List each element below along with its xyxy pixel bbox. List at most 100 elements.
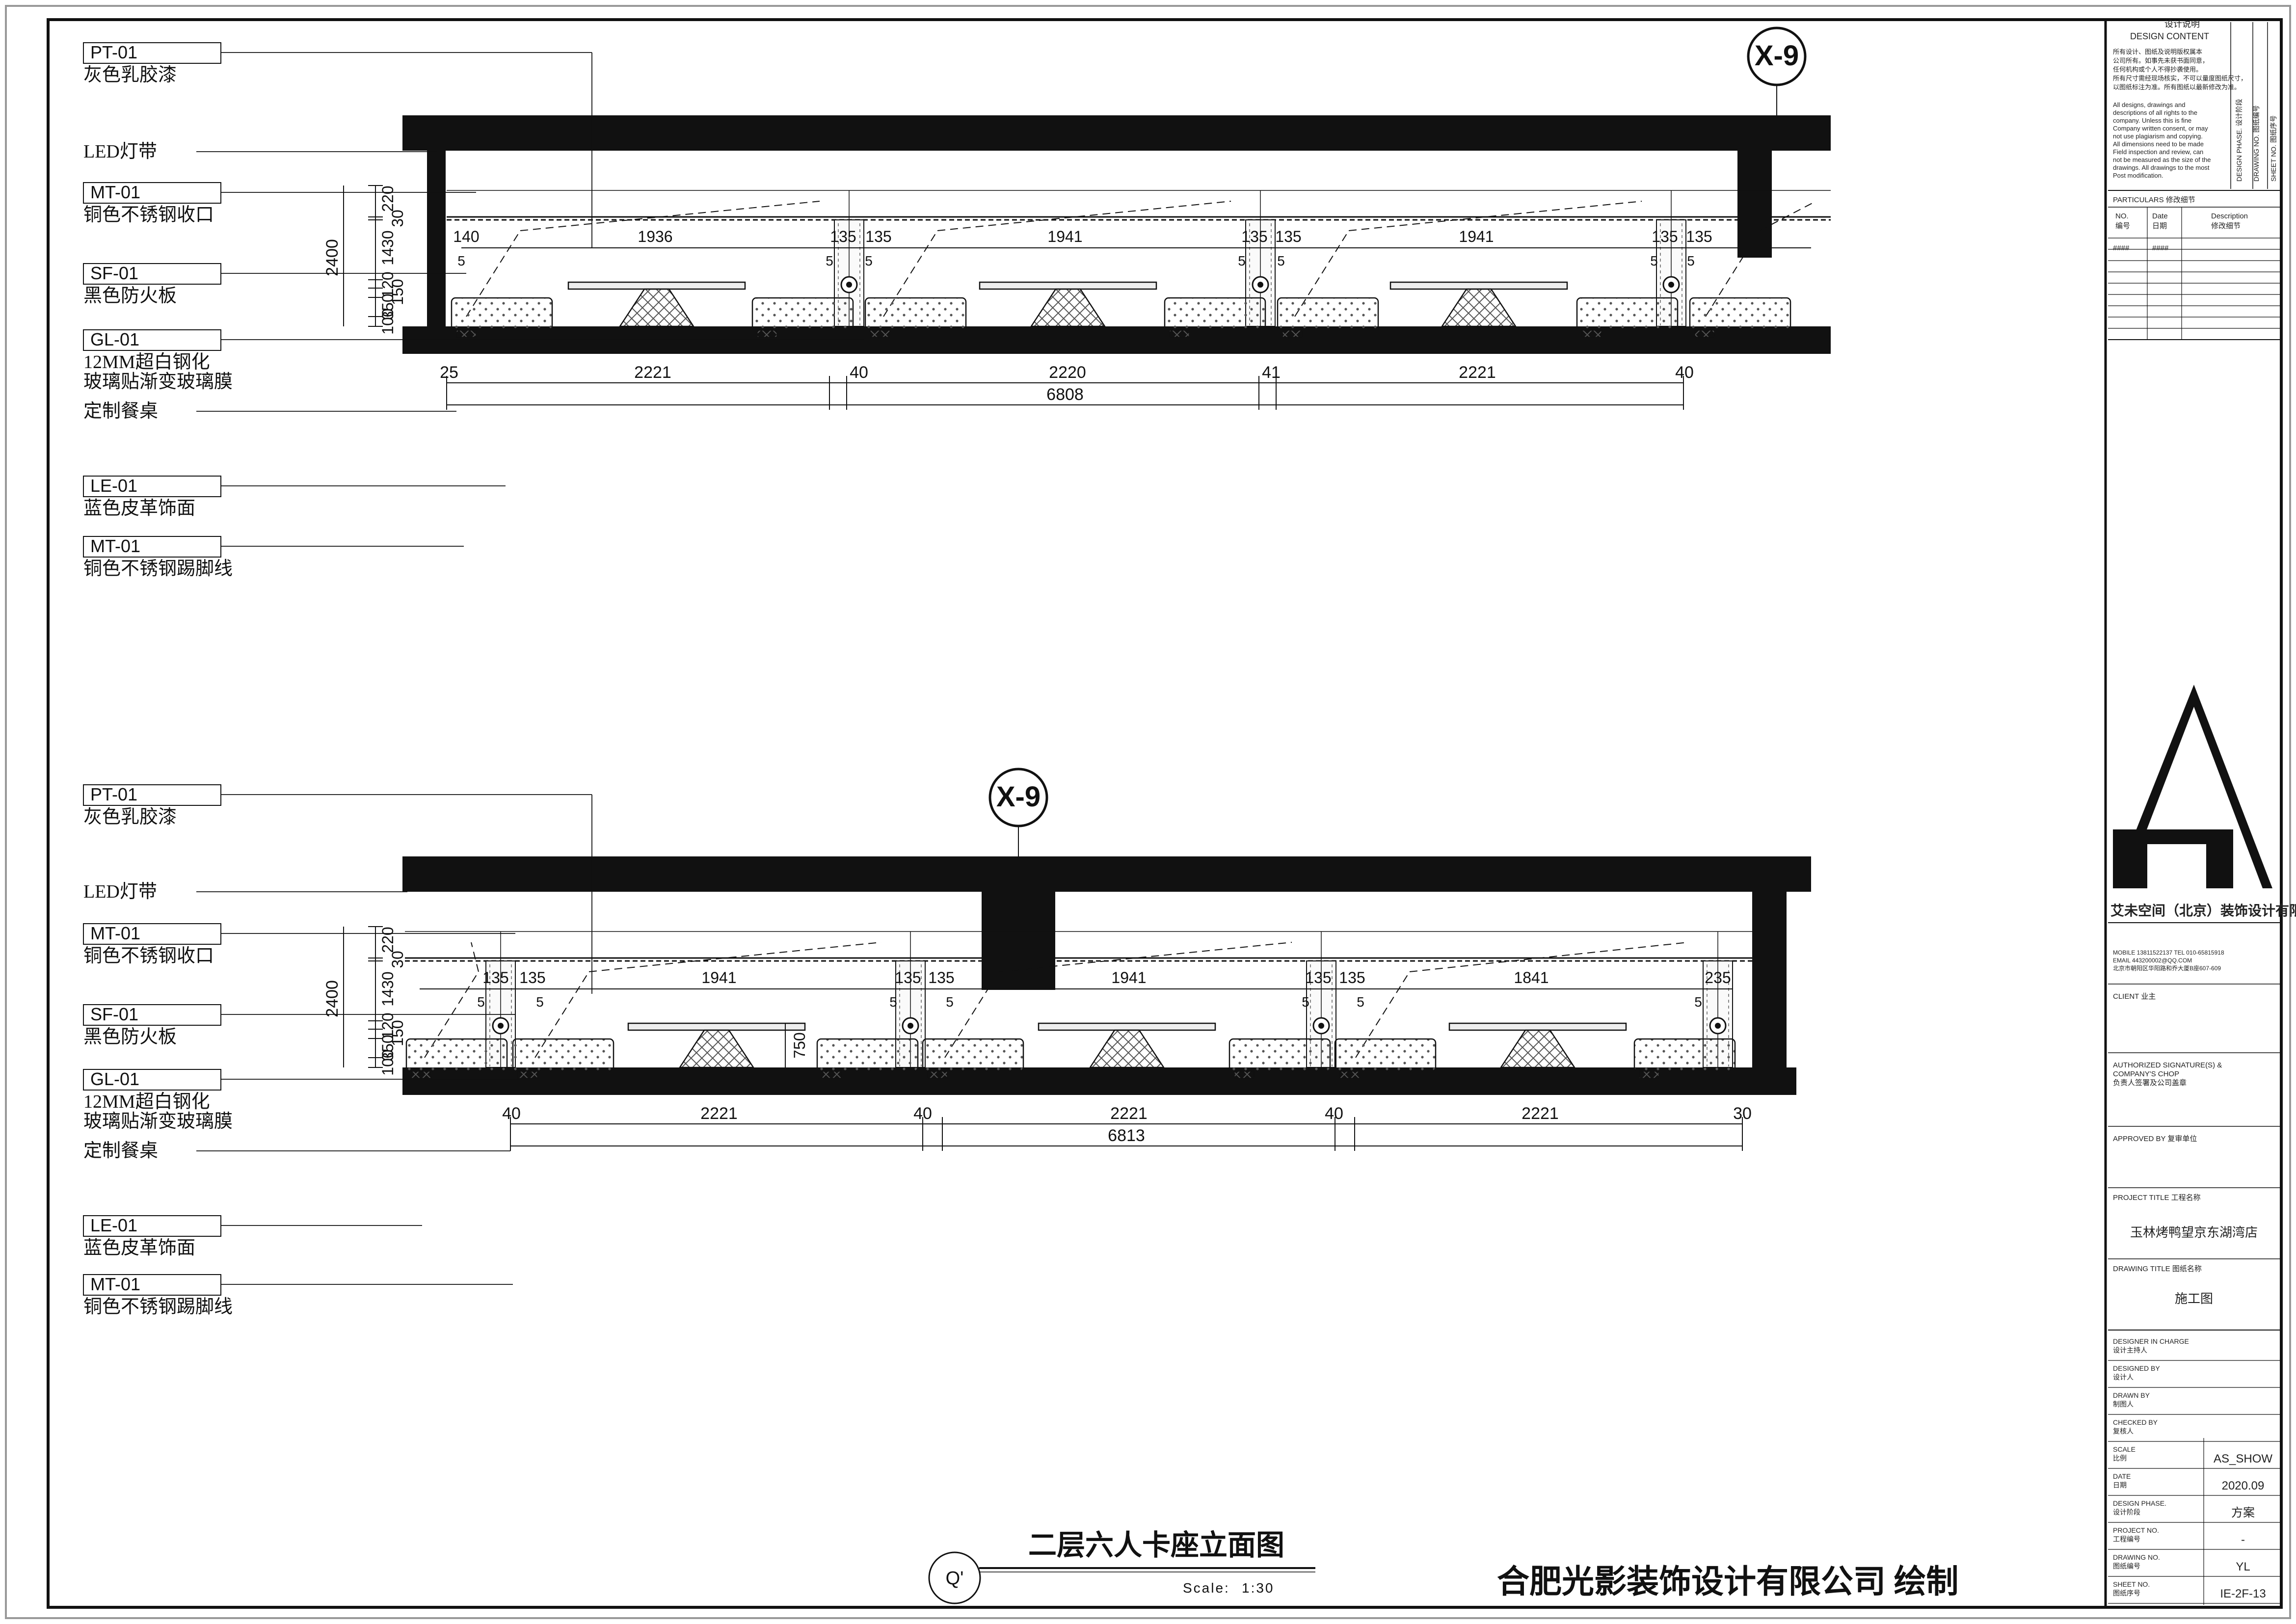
seat-leg (517, 1071, 538, 1079)
company-contact: EMAIL 443200002@QQ.COM (2113, 957, 2192, 964)
dimension-text: 2221 (1110, 1104, 1148, 1123)
notes-cn: 所有设计、图纸及说明版权属本 (2113, 48, 2202, 55)
label-box (83, 536, 221, 558)
glass-film-line (1348, 201, 1642, 231)
dimension-mark: 5 (477, 994, 485, 1010)
notes-en: descriptions of all rights to the (2113, 109, 2197, 116)
dimension-text: 135 (482, 969, 508, 986)
dimension-mark: 5 (1694, 994, 1702, 1010)
dimension-text: 135 (1305, 969, 1331, 986)
dimension-text: 30 (1733, 1104, 1752, 1123)
material-code: GL-01 (90, 329, 139, 349)
seat-cushion (1228, 1038, 1331, 1072)
height-dimension: 150 (389, 1020, 406, 1046)
field-label-en: DATE (2113, 1472, 2131, 1480)
authorized-label: COMPANY'S CHOP (2113, 1070, 2179, 1078)
vertical-field: SHEET NO. 图纸序号 (2269, 115, 2277, 182)
notes-cn: 以图纸标注为准。所有图纸以最新修改为准。 (2113, 83, 2241, 91)
dimension-mark: 5 (946, 994, 954, 1010)
seat-cushion (405, 1038, 508, 1072)
seat-cushion (864, 297, 967, 331)
label-box (83, 923, 221, 945)
seat-leg (1639, 1071, 1659, 1079)
material-desc: 定制餐桌 (83, 1141, 158, 1161)
side-wall (427, 151, 446, 326)
dimension-text: 135 (1686, 228, 1712, 245)
revision-date: #### (2152, 244, 2169, 252)
height-dimension: 120 (379, 1012, 397, 1038)
revision-header: 日期 (2152, 222, 2167, 230)
dimension-mark: 5 (826, 253, 833, 268)
dimension-text: 135 (895, 969, 921, 986)
material-code: SF-01 (90, 1004, 138, 1024)
lamp-fixture-core (498, 1023, 504, 1029)
revision-header: Date (2152, 212, 2168, 220)
dimension-mark: 5 (1650, 253, 1658, 268)
material-desc: 铜色不锈钢踢脚线 (83, 559, 233, 579)
dimension-text: 2221 (1522, 1104, 1559, 1123)
notes-en: drawings. All drawings to the most (2113, 164, 2210, 171)
glass-film-line (471, 942, 479, 972)
material-desc: 蓝色皮革饰面 (83, 498, 195, 519)
dimension-text: 1941 (1459, 228, 1494, 245)
height-dimension: 100 (379, 1049, 397, 1075)
dimension-text: 1941 (701, 969, 736, 986)
field-label-cn: 设计主持人 (2113, 1346, 2147, 1354)
field-label-en: CHECKED BY (2113, 1418, 2158, 1426)
label-box (83, 1004, 221, 1026)
scale-label: Scale: (1183, 1580, 1230, 1596)
glass-film-line (937, 201, 1231, 231)
notes-en: not use plagiarism and copying. (2113, 133, 2203, 140)
height-dimension: 220 (379, 186, 397, 212)
field-value: YL (2236, 1560, 2250, 1573)
company-contact: 北京市朝阳区华阳路和乔大厦B座607-609 (2113, 964, 2221, 972)
view-marker-circle (928, 1551, 981, 1604)
dimension-text: 40 (913, 1104, 932, 1123)
lamp-fixture-core (908, 1023, 913, 1029)
dimension-mark: 5 (1238, 253, 1246, 268)
label-box (83, 476, 221, 497)
field-label-en: DESIGNED BY (2113, 1364, 2160, 1372)
table-top (1448, 1022, 1627, 1031)
lamp-fixture-core (1318, 1023, 1324, 1029)
design-content-cn: 设计说明 (2164, 19, 2200, 29)
seat-leg (1581, 330, 1602, 338)
seat-leg (822, 1071, 842, 1079)
dimension-text: 25 (440, 363, 458, 382)
material-desc: 定制餐桌 (83, 401, 158, 422)
material-code: PT-01 (90, 42, 137, 62)
material-desc: 12MM超白钢化 (83, 1092, 210, 1112)
height-dimension: 1430 (379, 230, 397, 265)
label-box (83, 182, 221, 204)
lamp-fixture-core (1715, 1023, 1721, 1029)
label-box (83, 1069, 221, 1091)
seat-leg (1694, 330, 1715, 338)
notes-en: Company written consent, or may (2113, 125, 2208, 132)
label-box (83, 1215, 221, 1237)
label-box (83, 42, 221, 64)
dimension-mark: 5 (457, 253, 465, 268)
field-label-cn: 日期 (2113, 1481, 2127, 1489)
notes-cn: 公司所有。如事先未获书面同意， (2113, 57, 2209, 64)
dimension-text: 2220 (1049, 363, 1086, 382)
revision-header: 编号 (2115, 222, 2130, 230)
material-desc: 蓝色皮革饰面 (83, 1238, 195, 1258)
material-desc: 灰色乳胶漆 (83, 65, 177, 85)
seat-cushion (1689, 297, 1791, 331)
material-code: LE-01 (90, 1215, 137, 1235)
seat-cushion (1633, 1038, 1736, 1072)
revision-header: Description (2211, 212, 2248, 220)
field-label-en: DESIGNER IN CHARGE (2113, 1337, 2189, 1345)
field-label-cn: 比例 (2113, 1454, 2127, 1462)
material-desc: LED灯带 (83, 881, 157, 902)
dimension-text: 41 (1262, 363, 1281, 382)
field-label-cn: 图纸编号 (2113, 1562, 2140, 1570)
dimension-text: 2221 (634, 363, 671, 382)
dimension-mark: 5 (536, 994, 544, 1010)
field-value: AS_SHOW (2214, 1452, 2272, 1465)
table-top (627, 1022, 806, 1031)
drawing-title-label: DRAWING TITLE 图纸名称 (2113, 1265, 2202, 1273)
approved-label: APPROVED BY 复审单位 (2113, 1134, 2197, 1143)
